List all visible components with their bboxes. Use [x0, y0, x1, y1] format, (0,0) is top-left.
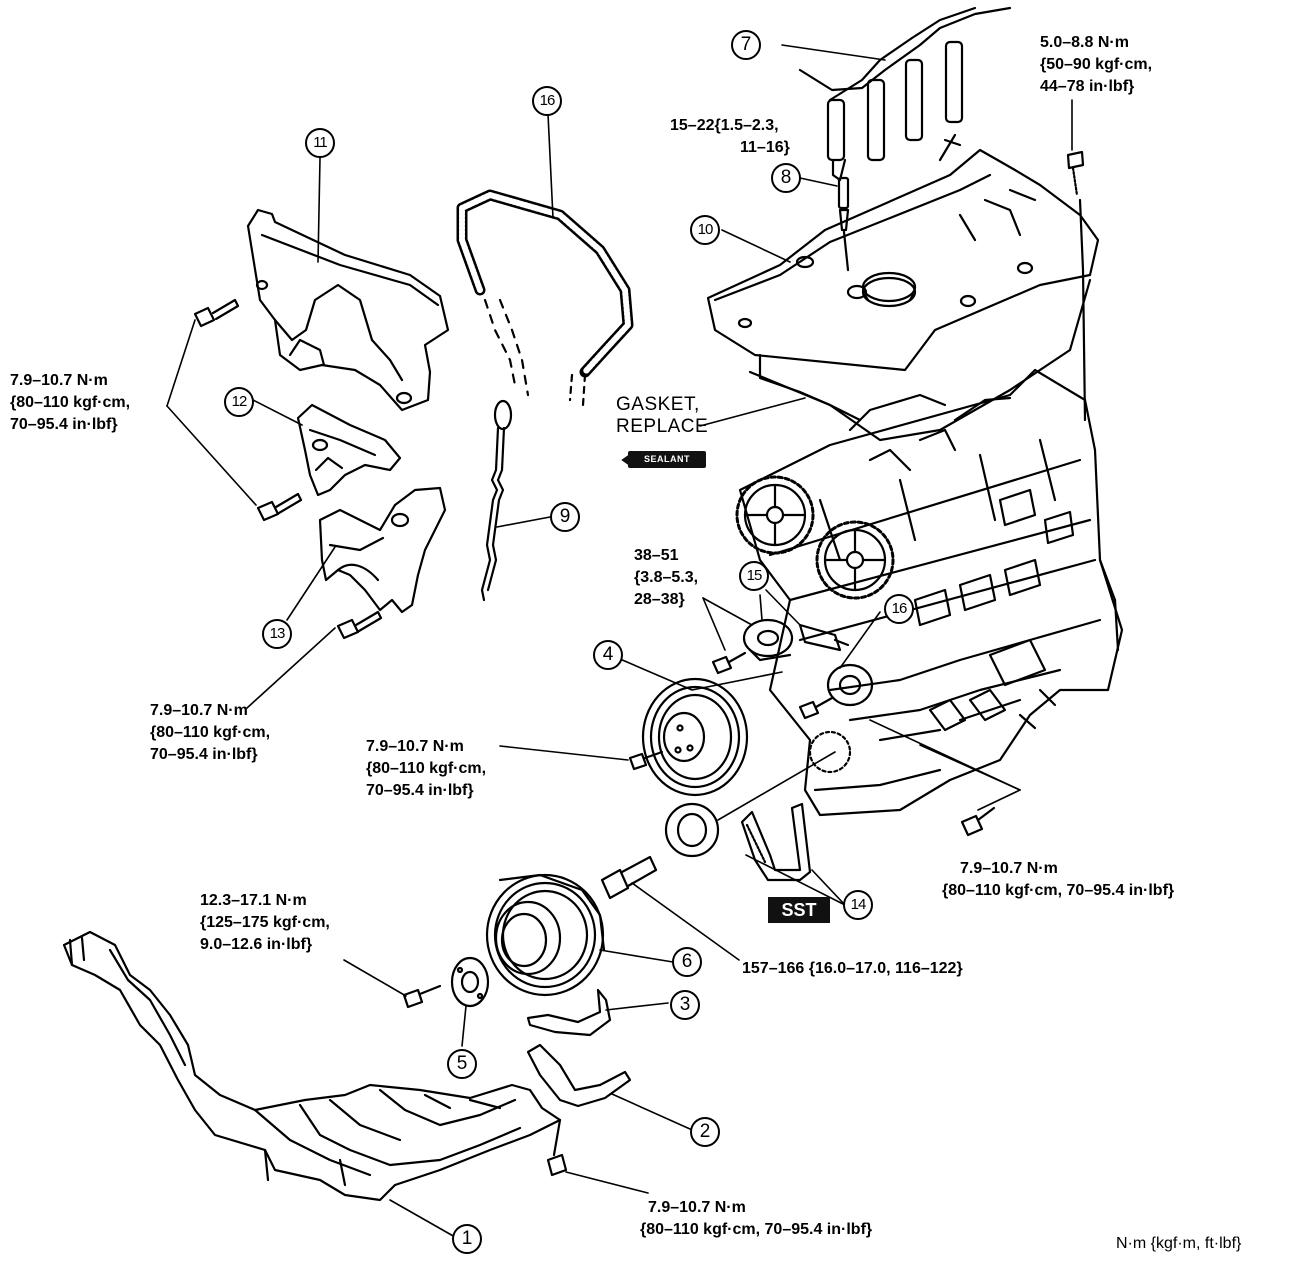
- callout-3: 3: [670, 990, 700, 1020]
- torque-label-pulley-plate: 12.3–17.1 N·m{125–175 kgf·cm,9.0–12.6 in…: [200, 892, 330, 953]
- high-tension-lead-drawing: [798, 6, 1012, 182]
- torque-label-spark-plug: 15–22{1.5–2.3,11–16}: [670, 117, 790, 156]
- torque-label-timing-cover-upper: 7.9–10.7 N·m{80–110 kgf·cm,70–95.4 in·lb…: [10, 372, 131, 433]
- callout-16-idler: 16: [884, 594, 914, 624]
- crank-bolt-drawing: [600, 855, 658, 900]
- callout-9: 9: [550, 502, 580, 532]
- upper-timing-cover-drawing: [246, 208, 450, 412]
- sealant-badge: SEALANT: [628, 451, 706, 468]
- timing-belt-14-drawing: [740, 802, 812, 882]
- tensioner-drawing: [711, 618, 850, 675]
- units-note: N·m {kgf·m, ft·lbf}: [1116, 1235, 1242, 1252]
- torque-label-right-bolts: 7.9–10.7 N·m{80–110 kgf·cm, 70–95.4 in·l…: [942, 860, 1175, 899]
- callout-8: 8: [771, 163, 801, 193]
- lower-timing-cover-drawing: [318, 486, 447, 614]
- spark-plug-drawing: [837, 176, 850, 272]
- middle-timing-cover-drawing: [296, 403, 402, 497]
- water-pump-pulley-drawing: [628, 677, 749, 797]
- timing-cover-bolts-drawing: [193, 298, 383, 640]
- cylinder-head-cover-drawing: [706, 133, 1100, 442]
- torque-label-water-pump-pulley: 7.9–10.7 N·m{80–110 kgf·cm,70–95.4 in·lb…: [366, 738, 487, 799]
- callout-6: 6: [672, 947, 702, 977]
- callout-16-belt: 16: [532, 86, 562, 116]
- idler-pulley-drawing: [798, 663, 874, 720]
- torque-label-timing-cover-lower: 7.9–10.7 N·m{80–110 kgf·cm,70–95.4 in·lb…: [150, 702, 271, 763]
- guide-plate-drawing: [526, 988, 632, 1108]
- oil-dipstick-drawing: [480, 399, 513, 602]
- callout-15: 15: [739, 561, 769, 591]
- leader-lines: [166, 44, 1073, 1238]
- callout-13: 13: [262, 619, 292, 649]
- torque-label-tensioner: 38–51{3.8–5.3,28–38}: [634, 547, 699, 608]
- timing-belt-drawing: [456, 189, 634, 407]
- callout-1: 1: [452, 1224, 482, 1254]
- sst-badge: SST: [768, 897, 830, 923]
- callout-2: 2: [690, 1117, 720, 1147]
- gasket-replace-note: GASKET,REPLACE: [616, 394, 709, 437]
- engine-block-drawing: [735, 368, 1124, 817]
- callout-4: 4: [593, 640, 623, 670]
- torque-label-splash-shield: 7.9–10.7 N·m{80–110 kgf·cm, 70–95.4 in·l…: [640, 1199, 873, 1238]
- callout-11: 11: [305, 128, 335, 158]
- callout-14: 14: [843, 890, 873, 920]
- callout-7: 7: [731, 30, 761, 60]
- torque-label-crank-bolt: 157–166 {16.0–17.0, 116–122}: [742, 960, 963, 977]
- crankshaft-sprocket-drawing: [664, 730, 852, 858]
- cover-bolt-drawing: [1066, 150, 1087, 422]
- crankshaft-pulley-drawing: [485, 873, 606, 997]
- callout-10: 10: [690, 215, 720, 245]
- crankshaft-pulley-plate-drawing: [402, 956, 490, 1009]
- callout-12: 12: [224, 387, 254, 417]
- torque-label-head-cover: 5.0–8.8 N·m{50–90 kgf·cm,44–78 in·lbf}: [1040, 34, 1153, 95]
- callout-5: 5: [447, 1049, 477, 1079]
- splash-shield-drawing: [62, 930, 568, 1202]
